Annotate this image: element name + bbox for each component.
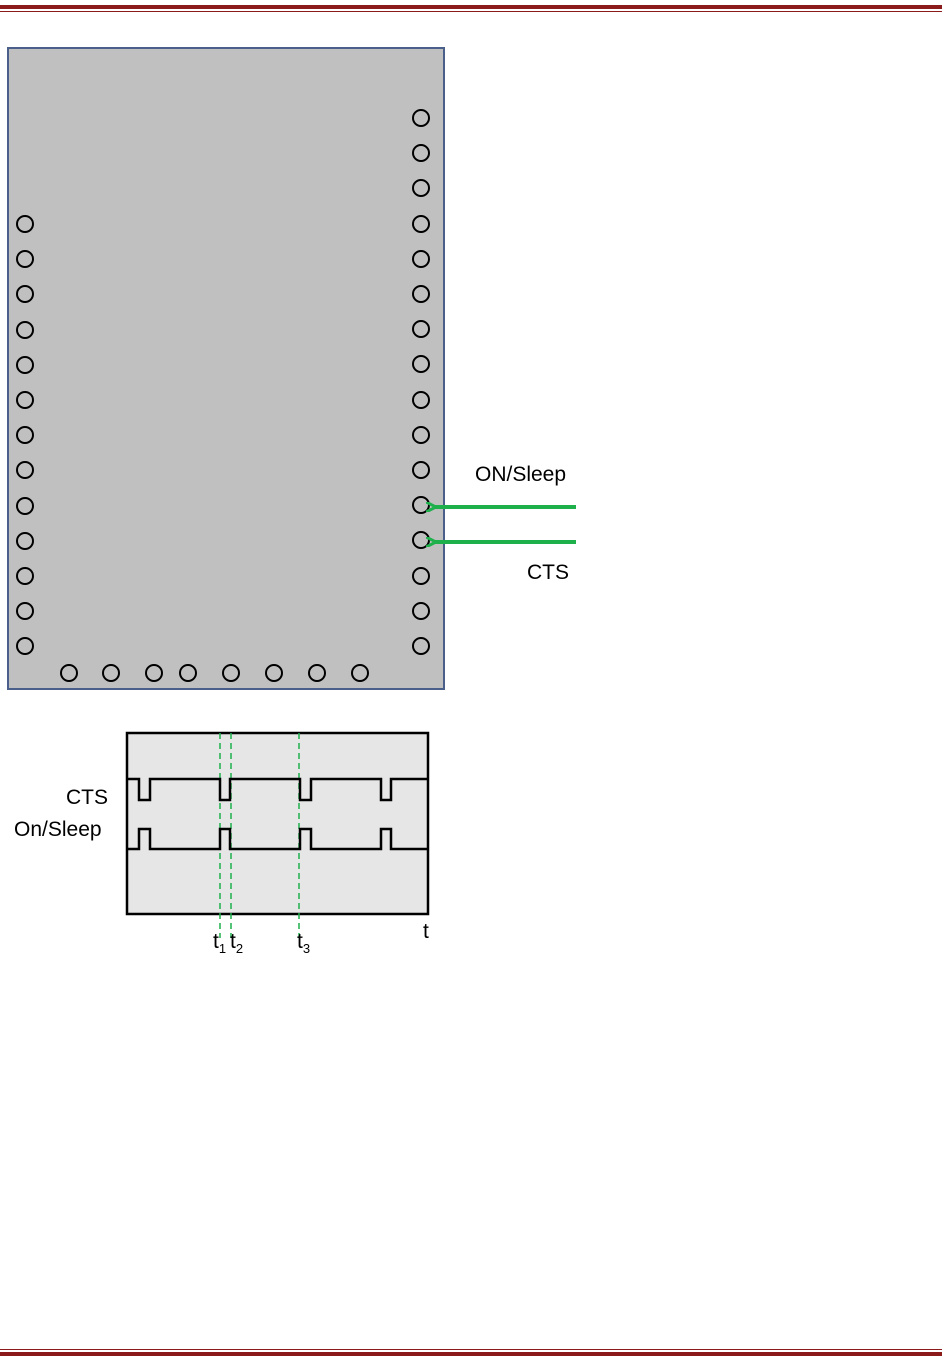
on-sleep-label: ON/Sleep: [475, 463, 566, 487]
t3-sub: 3: [303, 941, 310, 956]
t3-label: t3: [297, 930, 310, 956]
footer-rule-thin: [0, 1349, 942, 1350]
t1-sub: 1: [219, 941, 226, 956]
t2-label: t2: [230, 930, 243, 956]
timing-frame: [127, 733, 428, 914]
t2-sub: 2: [236, 941, 243, 956]
cts-label: CTS: [527, 561, 569, 585]
footer-rule-thick: [0, 1352, 942, 1356]
timing-cts-label: CTS: [66, 786, 108, 810]
timing-on-sleep-label: On/Sleep: [14, 818, 102, 842]
t1-label: t1: [213, 930, 226, 956]
t-axis-label: t: [423, 920, 429, 944]
